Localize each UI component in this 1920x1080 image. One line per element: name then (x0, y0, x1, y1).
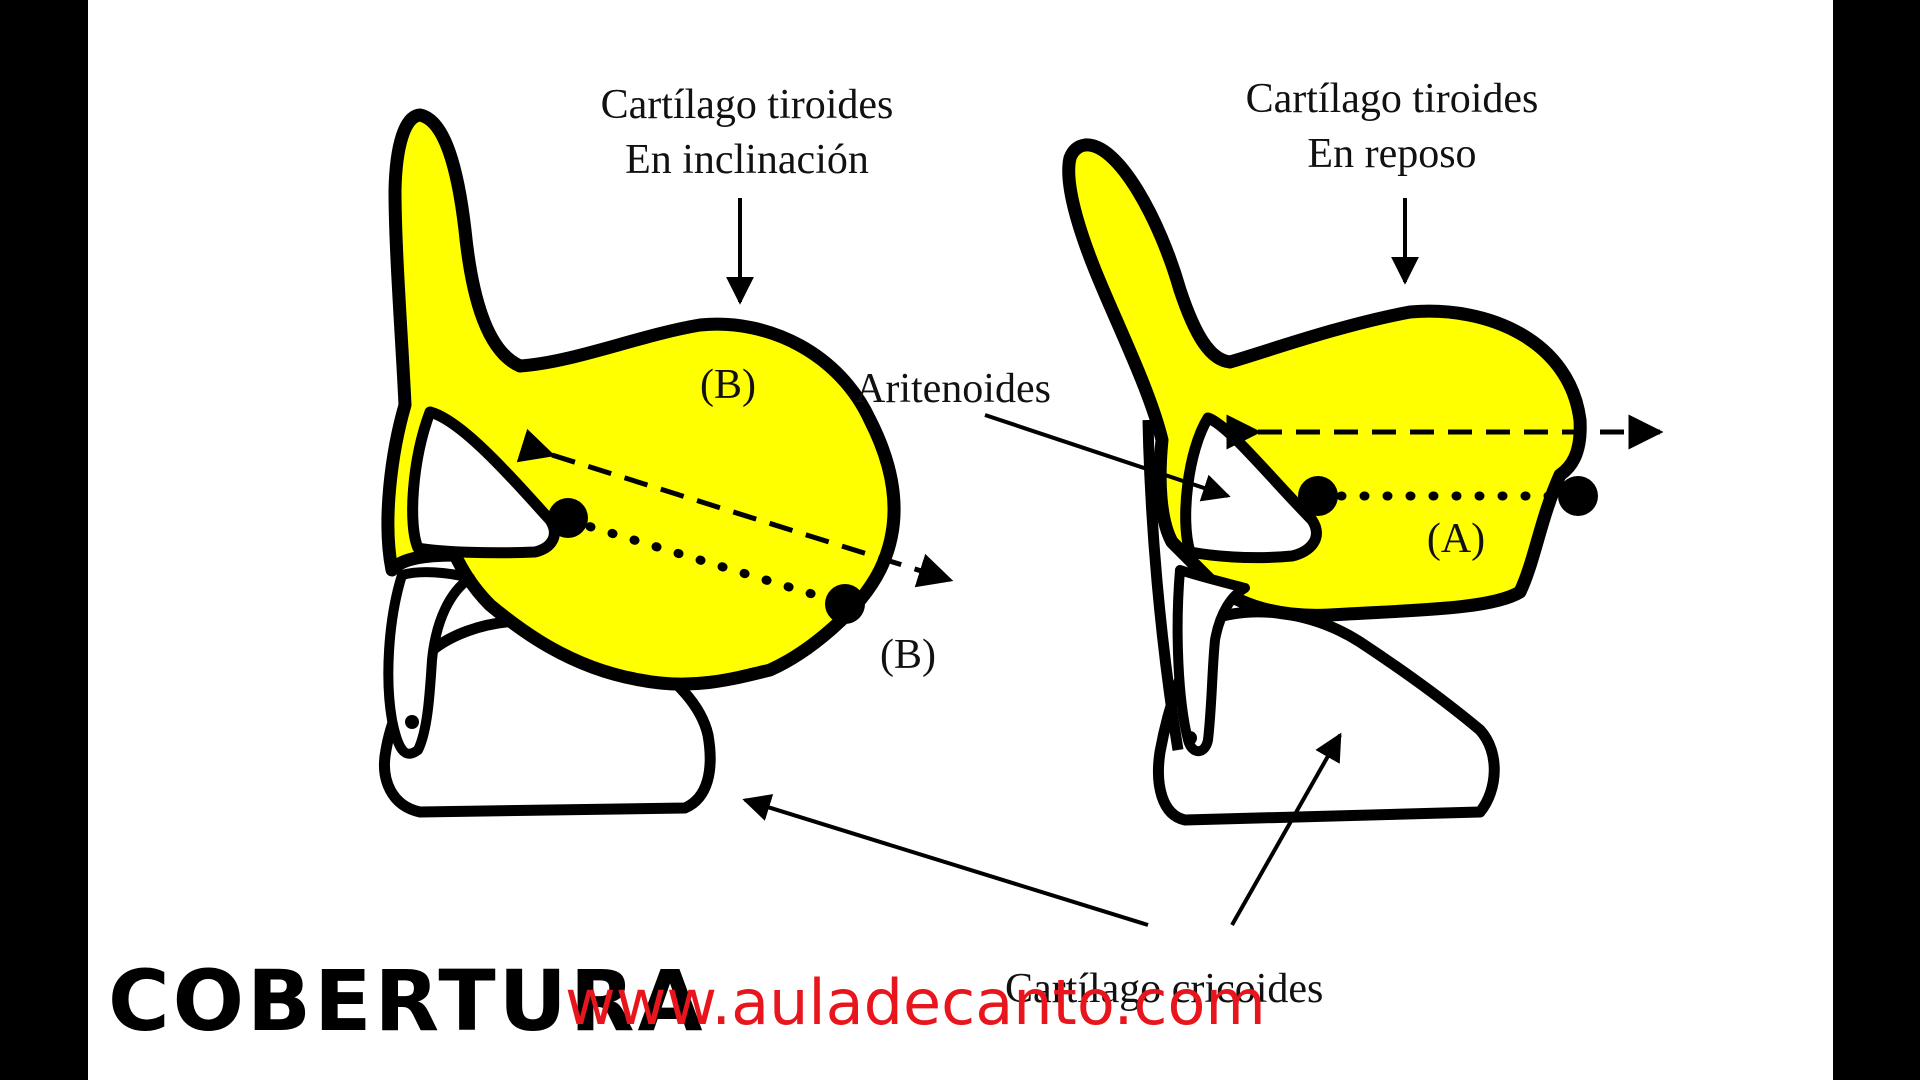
right-header-line2: En reposo (1307, 131, 1476, 177)
slide-title: COBERTURA (108, 952, 706, 1050)
left-joint-dot (405, 715, 419, 729)
right-fold-anterior-point (1298, 476, 1338, 516)
right-thyroid-cartilage (1062, 138, 1587, 622)
left-label-bottom: (B) (880, 632, 936, 678)
left-header-line1: Cartílago tiroides (601, 82, 894, 128)
right-arytenoid (1180, 412, 1322, 564)
arytenoid-label: Aritenoides (855, 366, 1051, 412)
cricoid-pointer-arrow-right (1230, 732, 1342, 926)
cricoid-label: Cartílago cricoides (1005, 966, 1323, 1012)
left-larynx (379, 108, 954, 818)
right-fold-posterior-point (1558, 476, 1598, 516)
left-thyroid-cartilage (381, 108, 901, 691)
left-fold-anterior-point (548, 498, 588, 538)
left-label-top: (B) (700, 362, 756, 408)
left-posterior-hook (383, 567, 475, 759)
right-header-line1: Cartílago tiroides (1246, 76, 1539, 122)
cricoid-pointer-arrow-left (742, 794, 1149, 927)
right-label-center: (A) (1427, 516, 1485, 562)
arytenoid-pointer-arrow (984, 413, 1231, 502)
right-posterior-edge (1142, 419, 1184, 751)
left-tension-arrow (516, 428, 954, 588)
right-cricoid-cartilage (1152, 606, 1500, 826)
right-joint-dot (1183, 731, 1197, 745)
left-fold-posterior-point (825, 584, 865, 624)
left-header-line2: En inclinación (625, 137, 869, 183)
right-posterior-hook (1172, 565, 1250, 757)
right-larynx (1062, 138, 1664, 826)
watermark-url: www.auladecanto.com (565, 966, 1266, 1039)
